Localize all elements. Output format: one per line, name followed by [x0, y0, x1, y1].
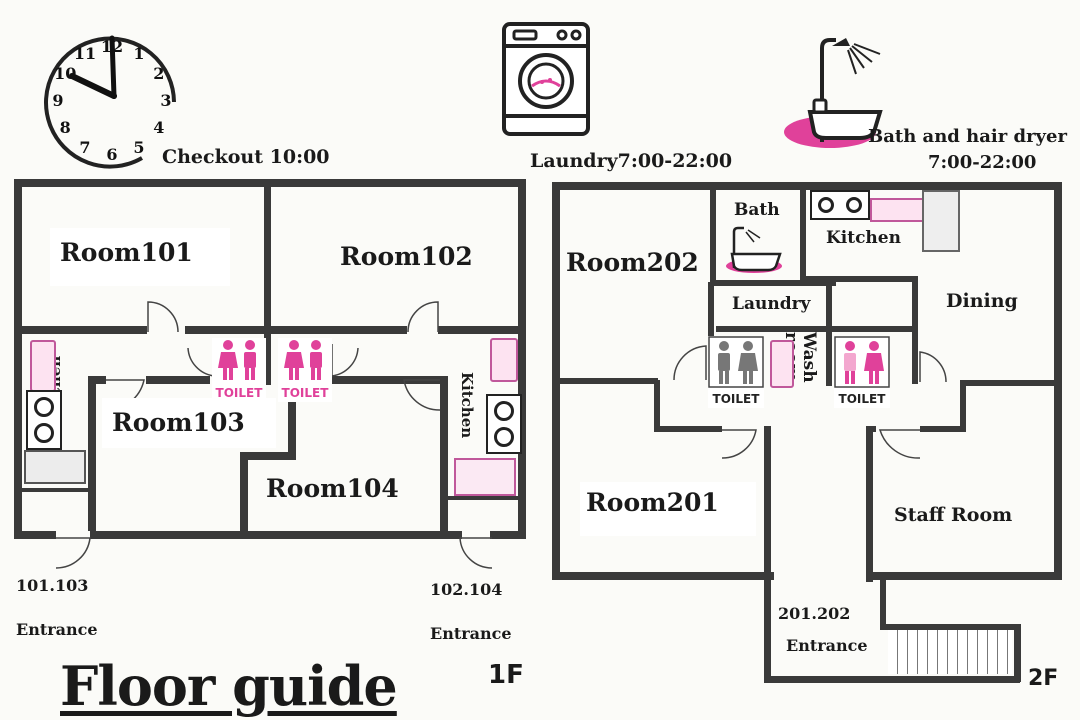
toilet-sign-a: TOILET [212, 338, 266, 402]
sink-icon [490, 338, 518, 382]
room202-label: Room202 [566, 248, 699, 277]
room101-label: Room101 [60, 238, 193, 267]
fridge-icon [24, 450, 86, 484]
laundry-hours-text: Laundry7:00-22:00 [530, 150, 733, 172]
sink-icon [770, 340, 794, 388]
entrance-2f-label: Entrance [786, 636, 868, 655]
room201-label: Room201 [586, 488, 719, 517]
bathtub-icon [724, 226, 784, 274]
toilet-sign-b: TOILET [278, 338, 332, 402]
clock-numeral: 2 [153, 64, 164, 83]
entrance-2f-number: 201.202 [778, 604, 851, 623]
clock-numeral: 4 [153, 118, 164, 137]
staff-room-label: Staff Room [894, 504, 1013, 526]
door-room202 [673, 345, 707, 381]
entrance-right-label: Entrance [430, 624, 512, 643]
clock-numeral: 1 [133, 44, 144, 63]
toilet-right-label: TOILET [838, 392, 886, 406]
toilet-b-label: TOILET [281, 386, 329, 400]
sink-icon [30, 340, 56, 392]
toilet-a-label: TOILET [215, 386, 263, 400]
floor1-label: 1F [488, 660, 524, 690]
kitchen-label: Kitchen [826, 228, 901, 248]
restroom-icon [834, 336, 890, 388]
stove-icon [486, 394, 522, 454]
kitchen-right-label: Kitchen [458, 372, 476, 439]
door-room104 [403, 379, 441, 411]
door-entrance-left [55, 537, 91, 569]
shower-bath-icon [780, 34, 890, 152]
washing-machine-icon [498, 20, 594, 138]
door-toilet-b [331, 344, 359, 377]
door-room102 [407, 301, 439, 333]
dining-label: Dining [946, 290, 1018, 312]
clock-icon: 121234567891011 [24, 16, 196, 188]
fridge-icon [454, 458, 516, 496]
door-room101 [147, 301, 179, 333]
toilet-sign-left: TOILET [708, 336, 764, 408]
bath-hours-line2: 7:00-22:00 [928, 152, 1037, 173]
stove-icon [810, 190, 870, 220]
entrance-right-number: 102.104 [430, 580, 503, 599]
room103-label: Room103 [112, 408, 245, 437]
restroom-icon [284, 340, 322, 380]
door-staff-room [878, 429, 921, 459]
entrance-left-number: 101.103 [16, 576, 89, 595]
entrance-left-label: Entrance [16, 620, 98, 639]
stairs [888, 630, 1012, 674]
bath-label: Bath [734, 200, 780, 220]
clock-numeral: 3 [160, 91, 171, 110]
clock-numeral: 7 [79, 138, 90, 157]
clock-numeral: 5 [133, 138, 144, 157]
toilet-left-label: TOILET [712, 392, 760, 406]
floor2-label: 2F [1028, 666, 1059, 691]
stove-icon [26, 390, 62, 450]
door-entrance-right [459, 537, 493, 569]
floor-guide-title: Floor guide [60, 654, 398, 718]
clock-numeral: 8 [60, 118, 71, 137]
bath-hours-line1: Bath and hair dryer [868, 126, 1067, 147]
restroom-icon [708, 336, 764, 388]
laundry-label: Laundry [732, 294, 811, 314]
clock-numeral: 6 [106, 145, 117, 164]
clock-numeral: 11 [74, 44, 96, 63]
checkout-text: Checkout 10:00 [162, 146, 330, 168]
door-toilet-right [919, 351, 947, 383]
room104-label: Room104 [266, 474, 399, 503]
room102-label: Room102 [340, 242, 473, 271]
restroom-icon [218, 340, 256, 380]
clock-numeral: 9 [52, 91, 63, 110]
toilet-sign-right: TOILET [834, 336, 890, 408]
door-room201 [721, 429, 757, 459]
fridge-icon [922, 190, 960, 252]
